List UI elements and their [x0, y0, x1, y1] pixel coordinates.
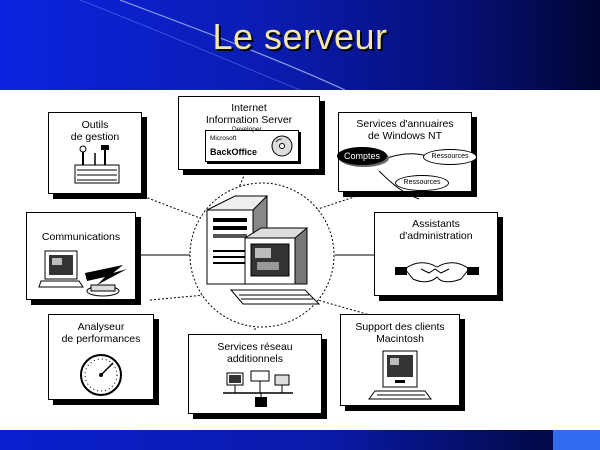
swoosh-decoration	[79, 0, 346, 90]
box-macintosh-label-1: Support des clients	[355, 321, 445, 333]
network-devices-icon	[223, 370, 293, 407]
box-support-macintosh: Support des clients Macintosh	[340, 314, 460, 406]
handshake-icon	[395, 262, 479, 283]
box-assistants-label-2: d'administration	[399, 230, 473, 242]
box-reseau-label-1: Services réseau	[217, 341, 293, 353]
box-services-annuaires: Services d'annuaires de Windows NT Compt…	[337, 112, 477, 200]
gauge-icon	[80, 354, 122, 396]
footer-bar	[0, 430, 600, 450]
ressources-node-2: Ressources	[395, 175, 449, 191]
modem-phone-icon	[38, 250, 127, 297]
footer-accent	[553, 430, 600, 450]
box-analyseur-label-1: Analyseur	[77, 321, 125, 333]
comptes-node: Comptes	[337, 147, 387, 165]
box-annuaires-label-1: Services d'annuaires	[356, 118, 454, 130]
backoffice-label: BackOffice	[210, 147, 258, 157]
box-communications-label: Communications	[41, 231, 121, 243]
box-outils-label-1: Outils	[81, 119, 109, 131]
box-iis-label-2: Information Server	[205, 114, 293, 126]
cd-icon	[271, 135, 293, 157]
box-assistants-administration: Assistants d'administration	[374, 212, 498, 296]
box-reseau-label-2: additionnels	[226, 353, 284, 365]
box-analyseur-label-2: de performances	[61, 333, 141, 345]
backoffice-tiny-left: Microsoft	[210, 135, 237, 142]
backoffice-package-icon: Microsoft Developer BackOffice	[205, 126, 299, 162]
box-internet-information-server: Internet Information Server Microsoft De…	[178, 96, 320, 170]
box-iis-label-1: Internet	[231, 102, 267, 114]
box-annuaires-label-2: de Windows NT	[367, 130, 443, 142]
box-macintosh-label-2: Macintosh	[376, 333, 424, 345]
box-analyseur-performances: Analyseur de performances	[48, 314, 154, 400]
box-services-reseau: Services réseau additionnels	[188, 334, 322, 414]
ressources-node-1: Ressources	[423, 149, 477, 165]
box-outils-label-2: de gestion	[70, 131, 120, 143]
backoffice-tiny-right: Developer	[232, 126, 262, 133]
toolbox-icon	[74, 145, 120, 184]
box-communications: Communications	[26, 212, 136, 300]
page-title: Le serveur	[212, 16, 388, 57]
title-bar: Le serveur	[0, 0, 600, 90]
box-assistants-label-1: Assistants	[412, 218, 460, 230]
box-outils-de-gestion: Outils de gestion	[48, 112, 142, 194]
server-diagram: Outils de gestion Internet Information S…	[0, 90, 600, 430]
macintosh-computer-icon	[368, 350, 432, 400]
server-computer-icon	[206, 194, 321, 305]
